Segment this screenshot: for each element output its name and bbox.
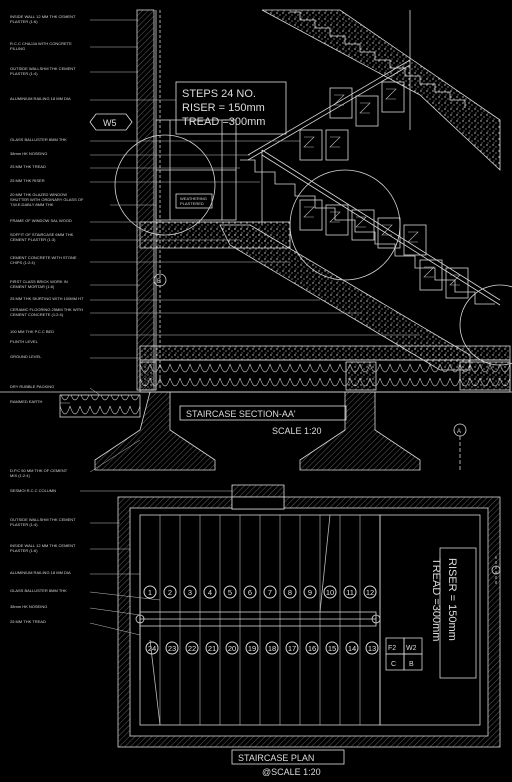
grid-tag-c: C: [391, 661, 396, 668]
step-number: 1: [148, 588, 152, 597]
plan-tread-note: TREAD =300mm: [430, 558, 442, 641]
step-number: 10: [326, 588, 334, 597]
section-label: GLASS BALLUSTER 8MM THK: [10, 137, 67, 142]
plan-label: SESMOI R.C.C COLUMN: [10, 488, 56, 493]
tread-width: TREAD =300mm: [182, 116, 265, 128]
steps-count: STEPS 24 NO.: [182, 88, 256, 100]
glass-balusters: [299, 81, 469, 299]
section-label: R.C.C CHAJJA WITH CONCRETE: [10, 41, 72, 46]
left-wall: [136, 9, 155, 391]
window-tag-w5: W5: [103, 118, 117, 128]
plan-label: PLASTER (1:4): [10, 522, 38, 527]
plan-texts: SESMOI R.C.C COLUMN OUTSIDE WALLSHM THK …: [10, 488, 458, 777]
section-label: CEMENT CONCRETE WITH STONE: [10, 255, 77, 260]
plinth-slab: [139, 345, 511, 361]
step-number: 11: [346, 588, 354, 597]
window-tag-w2: W2: [406, 645, 417, 652]
section-label: 38mm HK NOSEING: [10, 151, 47, 156]
section-label: 25 MM THK TREAD: [10, 164, 46, 169]
plan-title: STAIRCASE PLAN: [238, 753, 314, 763]
footing-left: [94, 391, 216, 471]
section-label: SOFFIT OF STAIRCASE 6MM THK: [10, 232, 74, 237]
section-title: STAIRCASE SECTION-AA': [186, 409, 296, 419]
step-number: 8: [288, 588, 292, 597]
step-number: 4: [208, 588, 212, 597]
section-label: SHUTTER WITH ORDINARY GLASS OF: [10, 197, 84, 202]
step-number: 23: [168, 644, 176, 653]
section-scale: SCALE 1:20: [272, 426, 322, 436]
plan-label: INSIDE WALL 12 MM THK CEMENT: [10, 543, 76, 548]
section-label: PLASTER (1:4): [10, 71, 38, 76]
plan-label: ALUMINIUM RAILING 18 MM DIA: [10, 570, 71, 575]
riser-height: RISER = 150mm: [182, 102, 265, 114]
lower-step-numbers: 24 23 22 21 20 19 18 17 16 15 14 13: [145, 641, 379, 655]
plan-label: 38mm HK NOSEING: [10, 604, 47, 609]
step-number: 6: [248, 588, 252, 597]
step-number: 20: [228, 644, 236, 653]
plan-scale: @SCALE 1:20: [262, 767, 321, 777]
section-label: FILLING: [10, 46, 25, 51]
section-label: FIRST CLASS BRICK WORK IN: [10, 279, 68, 284]
plan-treads: [159, 515, 361, 725]
section-label: DRY RUBBLE PACKING: [10, 384, 54, 389]
section-label: CHIPS (1:2:4): [10, 260, 36, 265]
section-label: 100 MM THK P.C.C BED: [10, 329, 54, 334]
door-tag-f2: F2: [388, 645, 396, 652]
plan-riser-note: RISER = 150mm: [446, 558, 458, 641]
step-number: 14: [348, 644, 356, 653]
step-number: 9: [308, 588, 312, 597]
plan-label: GLASS BALLUSTER 8MM THK: [10, 588, 67, 593]
section-label: FRAME OF WINDOW SAL WOOD: [10, 218, 72, 223]
section-label: CEMENT CONCRETE (1:2:4): [10, 312, 64, 317]
step-number: 24: [148, 644, 156, 653]
step-number: 15: [328, 644, 336, 653]
upper-flight-slab: [261, 9, 501, 171]
section-label: CEMENT MORTAR (1:6): [10, 284, 55, 289]
section-label: D.P.C 50 MM THK OF CEMENT: [10, 468, 68, 473]
footing-right: [299, 391, 421, 471]
step-number: 17: [288, 644, 296, 653]
upper-step-numbers: 1 2 3 4 5 6 7 8 9 10 11 12: [143, 585, 377, 599]
section-label: MIX (1:2:4): [10, 473, 30, 478]
step-number: 16: [308, 644, 316, 653]
step-number: 21: [208, 644, 216, 653]
plan-label: OUTSIDE WALLSHM THK CEMENT: [10, 517, 76, 522]
plan-view: [80, 484, 501, 765]
section-label: RAMMED EARTH: [10, 399, 42, 404]
section-label: 25 MM THK SKIRTING WITH 100MM HT: [10, 296, 84, 301]
step-number: 18: [268, 644, 276, 653]
small-box-line-2: PLASTERED: [180, 201, 204, 206]
grid-tag-a: A: [457, 429, 461, 435]
step-number: 7: [268, 588, 272, 597]
step-number: 19: [248, 644, 256, 653]
grid-tag-b-plan: B: [409, 661, 414, 668]
step-number: 13: [368, 644, 376, 653]
step-number: 22: [188, 644, 196, 653]
section-label: INSIDE WALL 12 MM THK CEMENT: [10, 14, 76, 19]
section-label: 20 MM THK GLAZED WINDOW: [10, 192, 67, 197]
small-box-line-1: WEATHERING: [180, 196, 207, 201]
section-label: 25 MM THK RISER: [10, 178, 45, 183]
section-texts: STEPS 24 NO. RISER = 150mm TREAD =300mm …: [10, 14, 461, 478]
step-number: 12: [366, 588, 374, 597]
section-view: [0, 9, 512, 473]
grid-tag-b: B: [157, 279, 161, 285]
plan-label: 25 MM THK TREAD: [10, 619, 46, 624]
section-label: T.W.E.DABLY 8MM THK: [10, 202, 54, 207]
section-label: GROUND LEVEL: [10, 354, 42, 359]
step-number: 5: [228, 588, 232, 597]
plan-label: PLASTER (1:6): [10, 548, 38, 553]
step-number: 2: [168, 588, 172, 597]
section-label: PLASTER (1:6): [10, 19, 38, 24]
section-label: ALUMINIUM RAILING 18 MM DIA: [10, 96, 71, 101]
section-label: OUTSIDE WALLSHM THK CEMENT: [10, 66, 76, 71]
section-label: PLINTH LEVEL: [10, 339, 39, 344]
section-label: CERAMIC FLOORING 25MM THK WITH: [10, 307, 83, 312]
step-number: 3: [188, 588, 192, 597]
section-label: CEMENT PLASTER (1:3): [10, 237, 56, 242]
